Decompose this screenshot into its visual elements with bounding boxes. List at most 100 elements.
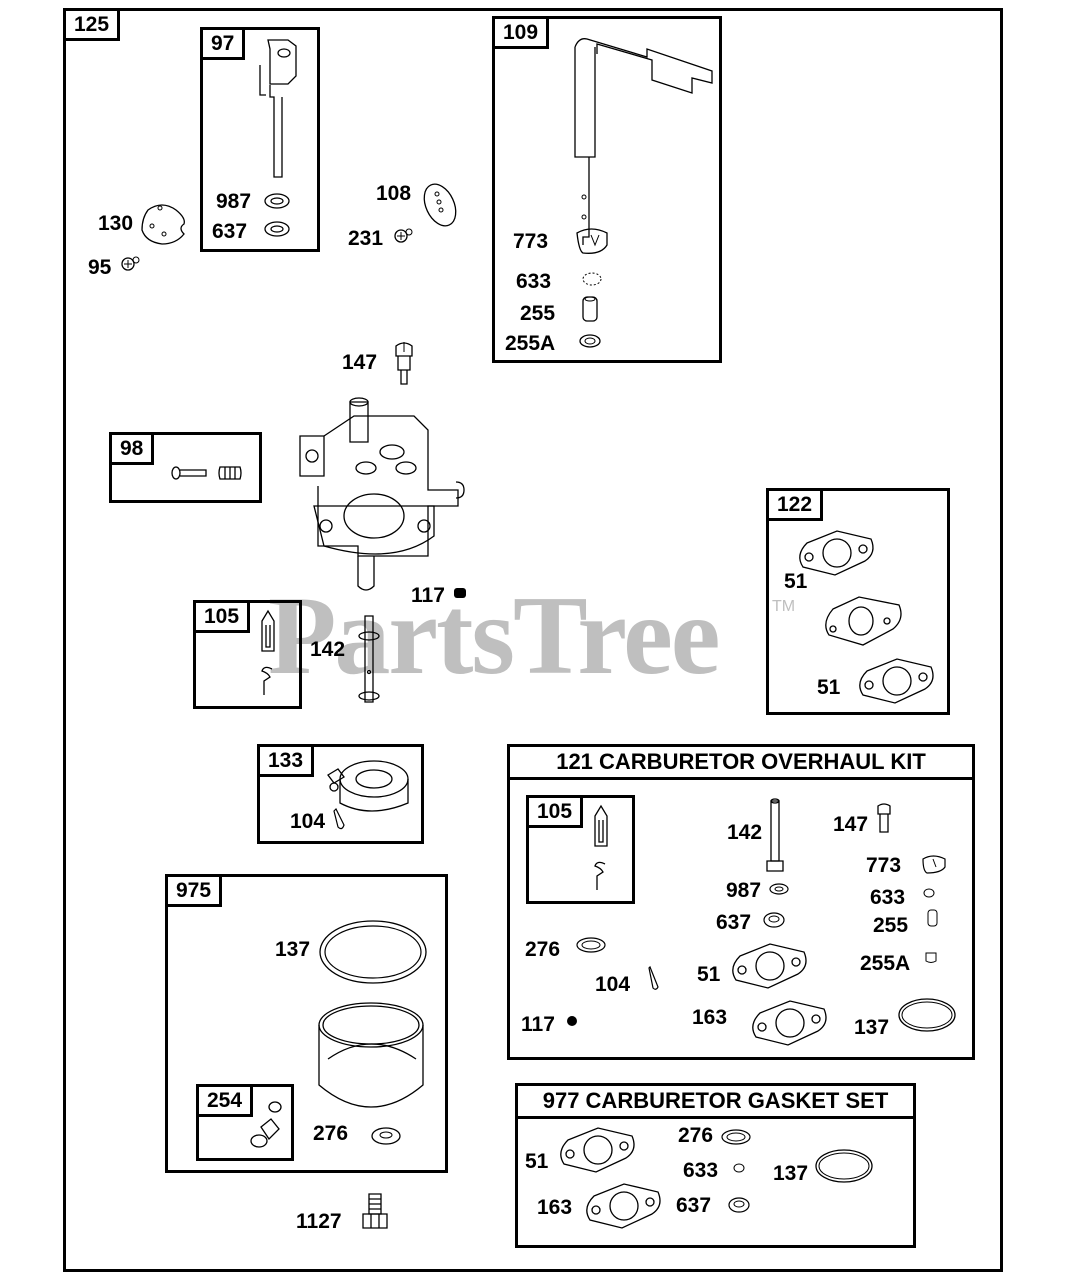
gasket-label-276: 276 — [678, 1124, 714, 1147]
kit-label-51: 51 — [697, 963, 721, 986]
kit-label-117: 117 — [521, 1013, 555, 1036]
box-977-gasket-set[interactable]: 977 CARBURETOR GASKET SET 51 276 633 137… — [515, 1083, 916, 1248]
label-255: 255 — [520, 302, 556, 325]
label-637: 637 — [212, 220, 248, 243]
tag-105: 105 — [196, 603, 251, 633]
throttle-shaft-icon — [574, 38, 713, 245]
kit-label-104: 104 — [595, 973, 631, 996]
gasket-label-637: 637 — [676, 1194, 712, 1217]
carburetor-body-icon — [299, 397, 465, 591]
label-108: 108 — [376, 182, 412, 205]
screws-98-icon — [171, 466, 242, 480]
kit-oring-137-icon — [898, 998, 956, 1032]
box-254[interactable]: 254 — [196, 1084, 294, 1161]
label-773: 773 — [513, 230, 549, 253]
label-255A: 255A — [505, 332, 556, 355]
assembly-frame — [63, 8, 1003, 1272]
kit-label-637: 637 — [716, 911, 752, 934]
gasket-122-top-icon — [799, 530, 874, 576]
box-97[interactable]: 97 987 637 — [200, 27, 320, 252]
emulsion-tube-142-icon — [358, 615, 380, 703]
label-276: 276 — [313, 1122, 349, 1145]
tag-109: 109 — [495, 19, 550, 49]
kit-lever-773-icon — [922, 855, 946, 874]
choke-plate-icon — [141, 204, 185, 245]
box-975[interactable]: 975 137 276 254 — [165, 874, 448, 1173]
box-122[interactable]: 122 51 51 — [766, 488, 950, 715]
gasket-oring-137-icon — [815, 1149, 873, 1183]
kit-tube-142-icon — [766, 798, 784, 872]
bushing-255-icon — [582, 296, 598, 322]
kit-label-137: 137 — [854, 1016, 890, 1039]
needle-valve-icon — [261, 609, 275, 695]
kit-gasket-51-icon — [732, 943, 807, 989]
choke-shaft-icon — [259, 39, 297, 178]
kit-label-276: 276 — [525, 938, 561, 961]
kit-bushing-255-icon — [927, 909, 938, 927]
tag-121-105: 105 — [529, 798, 584, 828]
label-137: 137 — [275, 938, 311, 961]
kit-label-633: 633 — [870, 886, 906, 909]
kit-screw-147-icon — [877, 803, 891, 833]
bolt-1127-icon — [362, 1193, 388, 1229]
kit-seal-987-icon — [769, 883, 789, 895]
kit-label-255A: 255A — [860, 952, 911, 975]
kit-seal-633-icon — [923, 888, 935, 898]
plug-117-icon — [454, 588, 466, 598]
kit-label-987: 987 — [726, 879, 762, 902]
kit-gasket-276-icon — [576, 937, 606, 953]
label-117: 117 — [411, 584, 445, 607]
tag-975: 975 — [168, 877, 223, 907]
label-987: 987 — [216, 190, 252, 213]
gasket-163-icon — [586, 1183, 661, 1229]
kit-label-255: 255 — [873, 914, 909, 937]
bowl-screw-254-icon — [250, 1101, 282, 1148]
overhaul-kit-title: 121 CARBURETOR OVERHAUL KIT — [510, 747, 972, 780]
kit-label-147: 147 — [833, 813, 869, 836]
seal-633-icon — [582, 272, 602, 286]
throttle-lever-773-icon — [576, 228, 608, 254]
label-142: 142 — [310, 638, 346, 661]
kit-seal-637-icon — [763, 912, 785, 928]
gasket-set-title: 977 CARBURETOR GASKET SET — [518, 1086, 913, 1119]
kit-washer-255a-icon — [925, 952, 937, 963]
label-1127: 1127 — [296, 1210, 342, 1233]
tag-133: 133 — [260, 747, 315, 777]
label-51-top: 51 — [784, 570, 808, 593]
gasket-51-icon — [560, 1127, 635, 1173]
gasket-122-bottom-icon — [859, 658, 934, 704]
tag-97: 97 — [203, 30, 246, 60]
gasket-label-163: 163 — [537, 1196, 573, 1219]
screw-95-icon — [121, 256, 140, 271]
box-105[interactable]: 105 — [193, 600, 302, 709]
box-98[interactable]: 98 — [109, 432, 262, 503]
box-133[interactable]: 133 104 — [257, 744, 424, 844]
needle-valve-kit-icon — [594, 804, 608, 890]
kit-label-163: 163 — [692, 1006, 728, 1029]
box-121-105[interactable]: 105 — [526, 795, 635, 904]
pin-104-icon — [333, 807, 345, 830]
label-147: 147 — [342, 351, 378, 374]
tag-98: 98 — [112, 435, 155, 465]
label-231: 231 — [348, 227, 384, 250]
kit-label-142: 142 — [727, 821, 763, 844]
oring-137-icon — [319, 920, 427, 984]
seal-637-icon — [264, 221, 290, 237]
label-95: 95 — [88, 256, 112, 279]
kit-pin-104-icon — [648, 965, 659, 990]
tag-254: 254 — [199, 1087, 254, 1117]
gasket-label-633: 633 — [683, 1159, 719, 1182]
watermark: PartsTree — [268, 574, 721, 698]
screw-147-icon — [395, 342, 413, 385]
label-104: 104 — [290, 810, 326, 833]
screw-231-icon — [394, 228, 413, 243]
label-130: 130 — [98, 212, 134, 235]
box-121-overhaul-kit[interactable]: 121 CARBURETOR OVERHAUL KIT 105 142 147 … — [507, 744, 975, 1060]
box-109[interactable]: 109 773 633 255 255A — [492, 16, 722, 363]
kit-gasket-163-icon — [752, 1000, 827, 1046]
tag-125: 125 — [63, 8, 121, 41]
gasket-label-51: 51 — [525, 1150, 549, 1173]
label-51-bottom: 51 — [817, 676, 841, 699]
tag-122: 122 — [769, 491, 824, 521]
throttle-plate-icon — [423, 183, 457, 227]
